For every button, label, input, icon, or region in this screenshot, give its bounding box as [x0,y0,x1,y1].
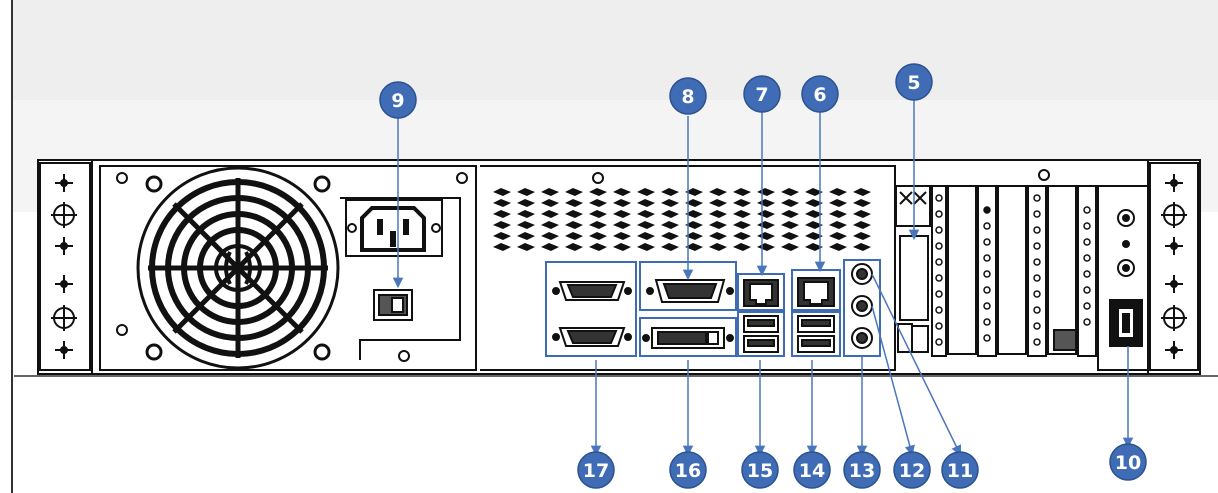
usb-pair-15-icon [743,315,779,353]
callout-14: 14 [793,451,831,489]
callout-8-label: 8 [681,86,694,108]
fan-grille-icon [136,166,340,370]
lan-port-6-icon [797,277,835,307]
rack-ear-screws [51,174,1187,359]
serial-port-bottom [552,327,632,347]
callout-7: 7 [743,75,781,113]
callout-5: 5 [895,63,933,101]
dvi-port-icon [642,327,734,349]
callout-12: 12 [893,451,931,489]
right-panel-controls [1109,209,1143,347]
callout-6: 6 [801,75,839,113]
callout-7-label: 7 [755,84,768,106]
usb-pair-14-outline [791,311,841,357]
serial-ports-outline [545,261,637,357]
callout-11: 11 [941,451,979,489]
ac-power-inlet-icon [345,199,443,257]
callout-16: 16 [669,451,707,489]
vga-port-icon [646,279,734,303]
lan-port-7-icon [743,279,779,307]
usb-pair-14-icon [797,315,835,353]
callout-9: 9 [379,81,417,119]
callout-9-label: 9 [391,90,404,112]
callout-5-label: 5 [907,72,920,94]
callout-6-label: 6 [813,84,826,106]
callout-11-label: 11 [947,460,973,482]
serial-port-top [552,281,632,301]
callout-17: 17 [577,451,615,489]
callout-leader-lines [392,100,1134,457]
callout-14-label: 14 [799,460,825,482]
dc-power-block [897,323,913,353]
ventilation-grid [490,186,874,252]
callout-8: 8 [669,77,707,115]
callout-10-label: 10 [1115,452,1141,474]
callout-16-label: 16 [675,460,701,482]
callout-12-label: 12 [899,460,925,482]
usb-pair-15-outline [737,311,785,357]
callout-17-label: 17 [583,460,609,482]
power-switch-icon [373,289,413,321]
callout-13: 13 [843,451,881,489]
callout-15-label: 15 [747,460,773,482]
audio-jack-icons [851,263,873,349]
callout-13-label: 13 [849,460,875,482]
background-top-band [12,0,1218,100]
callout-15: 15 [741,451,779,489]
slot-screw-holes [935,194,1091,346]
dvi-port-outline [639,317,737,357]
callout-10: 10 [1109,443,1147,481]
